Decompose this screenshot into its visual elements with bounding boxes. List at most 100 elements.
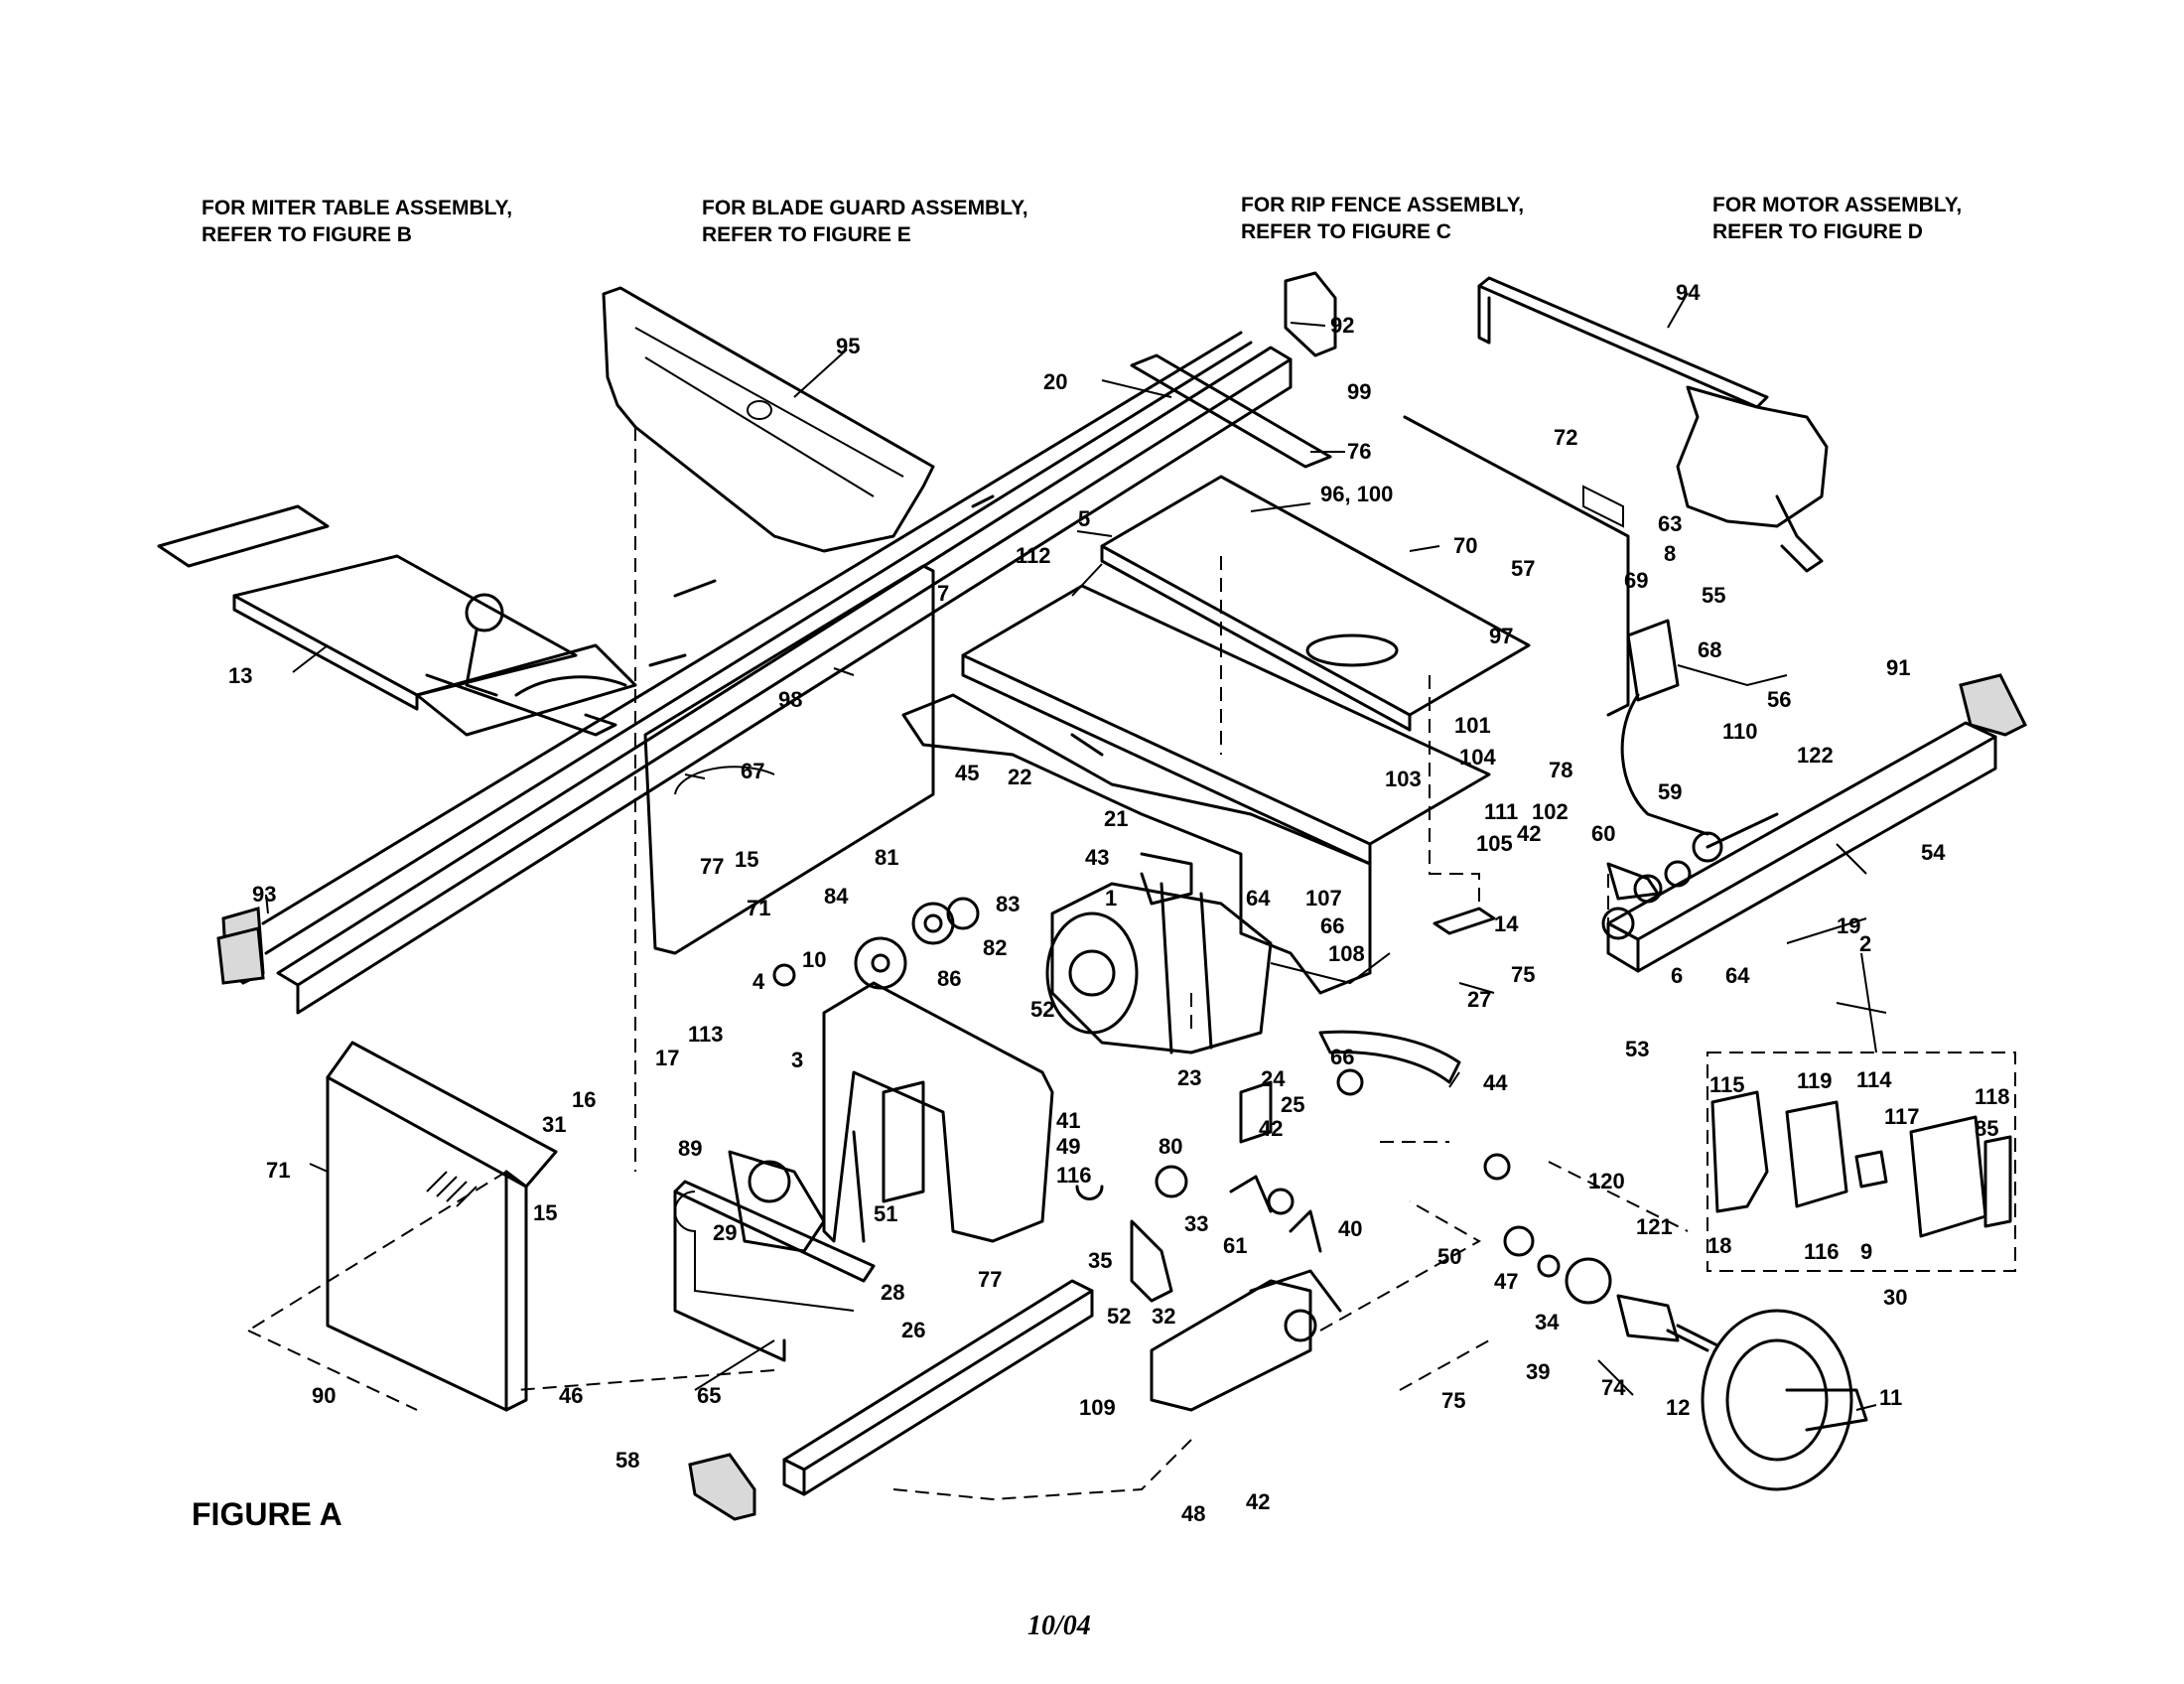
part-label: 99 xyxy=(1347,379,1371,404)
part-label: 54 xyxy=(1921,840,1946,865)
part-label: 4 xyxy=(752,969,765,994)
part-label: 1 xyxy=(1105,886,1117,911)
front-lower-rail-part xyxy=(216,926,1094,1521)
part-label: 105 xyxy=(1476,831,1513,856)
part-label: 48 xyxy=(1181,1501,1205,1526)
part-label: 42 xyxy=(1246,1489,1270,1514)
part-label: 47 xyxy=(1494,1269,1518,1294)
part-label: 39 xyxy=(1526,1359,1550,1384)
part-label: 110 xyxy=(1722,719,1758,744)
side-cover-part xyxy=(326,1041,558,1412)
part-label: 63 xyxy=(1658,511,1682,536)
part-label: 23 xyxy=(1177,1065,1201,1090)
part-label: 33 xyxy=(1184,1211,1208,1236)
part-label: 102 xyxy=(1532,799,1569,824)
part-label: 83 xyxy=(996,892,1020,916)
part-label: 10 xyxy=(802,947,826,972)
table-top-part xyxy=(1100,475,1531,732)
part-labels: 92 94 95 20 99 76 72 96, 100 63 8 70 5 7… xyxy=(228,280,2010,1526)
part-label: 80 xyxy=(1159,1134,1182,1159)
part-label: 32 xyxy=(1152,1304,1175,1329)
reference-line-1: FOR BLADE GUARD ASSEMBLY, xyxy=(702,197,1028,219)
part-label: 42 xyxy=(1517,821,1541,846)
part-label: 13 xyxy=(228,663,252,688)
part-label: 53 xyxy=(1625,1037,1649,1061)
part-label: 85 xyxy=(1975,1116,1998,1141)
part-label: 96, 100 xyxy=(1320,482,1393,506)
part-label: 76 xyxy=(1347,439,1371,464)
part-label: 55 xyxy=(1702,583,1725,608)
part-label: 86 xyxy=(937,966,961,991)
part-label: 18 xyxy=(1707,1233,1731,1258)
part-label: 89 xyxy=(678,1136,702,1161)
part-label: 67 xyxy=(741,759,764,783)
part-label: 27 xyxy=(1467,987,1491,1012)
part-label: 60 xyxy=(1591,821,1615,846)
part-label: 115 xyxy=(1709,1072,1745,1097)
part-label: 82 xyxy=(983,935,1007,960)
part-label: 57 xyxy=(1511,556,1535,581)
part-label: 71 xyxy=(747,896,770,920)
part-label: 78 xyxy=(1549,758,1572,782)
bracket-12-part xyxy=(673,1180,876,1362)
reference-blade-guard: FOR BLADE GUARD ASSEMBLY, REFER TO FIGUR… xyxy=(702,197,1028,246)
part-label: 14 xyxy=(1494,912,1519,936)
part-label: 45 xyxy=(955,761,979,785)
part-label: 30 xyxy=(1883,1285,1907,1310)
part-label: 46 xyxy=(559,1383,583,1408)
part-label: 113 xyxy=(688,1022,724,1047)
part-label: 98 xyxy=(778,687,802,712)
part-label: 101 xyxy=(1454,713,1491,738)
part-label: 51 xyxy=(874,1201,897,1226)
part-label: 74 xyxy=(1601,1375,1626,1400)
switch-assembly xyxy=(1706,1052,2016,1272)
part-label: 24 xyxy=(1261,1066,1286,1091)
part-label: 21 xyxy=(1104,806,1128,831)
reference-line-2: REFER TO FIGURE E xyxy=(702,223,911,246)
reference-motor: FOR MOTOR ASSEMBLY, REFER TO FIGURE D xyxy=(1712,194,1962,243)
reference-rip-fence: FOR RIP FENCE ASSEMBLY, REFER TO FIGURE … xyxy=(1241,194,1524,243)
part-label: 103 xyxy=(1385,767,1422,791)
part-label: 119 xyxy=(1797,1068,1833,1093)
part-label: 94 xyxy=(1676,280,1701,305)
part-label: 90 xyxy=(312,1383,336,1408)
part-label: 77 xyxy=(700,854,724,879)
part-label: 108 xyxy=(1328,941,1365,966)
part-label: 120 xyxy=(1588,1169,1625,1193)
part-label: 93 xyxy=(252,882,276,907)
part-label: 49 xyxy=(1056,1134,1080,1159)
part-label: 64 xyxy=(1246,886,1271,911)
reference-line-2: REFER TO FIGURE B xyxy=(202,223,412,246)
tilt-arc-part xyxy=(1318,1030,1461,1084)
part-label: 97 xyxy=(1489,624,1513,648)
part-label: 84 xyxy=(824,884,849,909)
part-label: 15 xyxy=(533,1200,557,1225)
part-label: 75 xyxy=(1511,962,1535,987)
part-label: 25 xyxy=(1281,1092,1304,1117)
part-label: 77 xyxy=(978,1267,1002,1292)
part-label: 41 xyxy=(1056,1108,1080,1133)
reference-line-1: FOR MITER TABLE ASSEMBLY, xyxy=(202,197,512,219)
part-label: 43 xyxy=(1085,845,1109,870)
fence-clamp-part xyxy=(1284,271,1337,357)
leader-lines xyxy=(265,292,1887,1411)
part-label: 112 xyxy=(1016,543,1051,568)
part-label: 95 xyxy=(836,334,860,358)
part-label: 15 xyxy=(735,847,758,872)
part-label: 109 xyxy=(1079,1395,1116,1420)
part-label: 59 xyxy=(1658,779,1682,804)
part-label: 121 xyxy=(1636,1214,1673,1239)
part-label: 40 xyxy=(1338,1216,1362,1241)
part-label: 118 xyxy=(1975,1084,2010,1109)
page-code: 10/04 xyxy=(1027,1611,1091,1641)
part-label: 114 xyxy=(1856,1067,1892,1092)
bracket-part xyxy=(1130,353,1332,469)
part-label: 6 xyxy=(1671,963,1683,988)
part-label: 72 xyxy=(1554,425,1577,450)
handwheel-part xyxy=(1701,1309,1868,1491)
part-label: 122 xyxy=(1797,743,1834,768)
trunnion-part xyxy=(728,981,1054,1253)
part-label: 56 xyxy=(1767,687,1791,712)
part-label: 52 xyxy=(1030,997,1054,1022)
